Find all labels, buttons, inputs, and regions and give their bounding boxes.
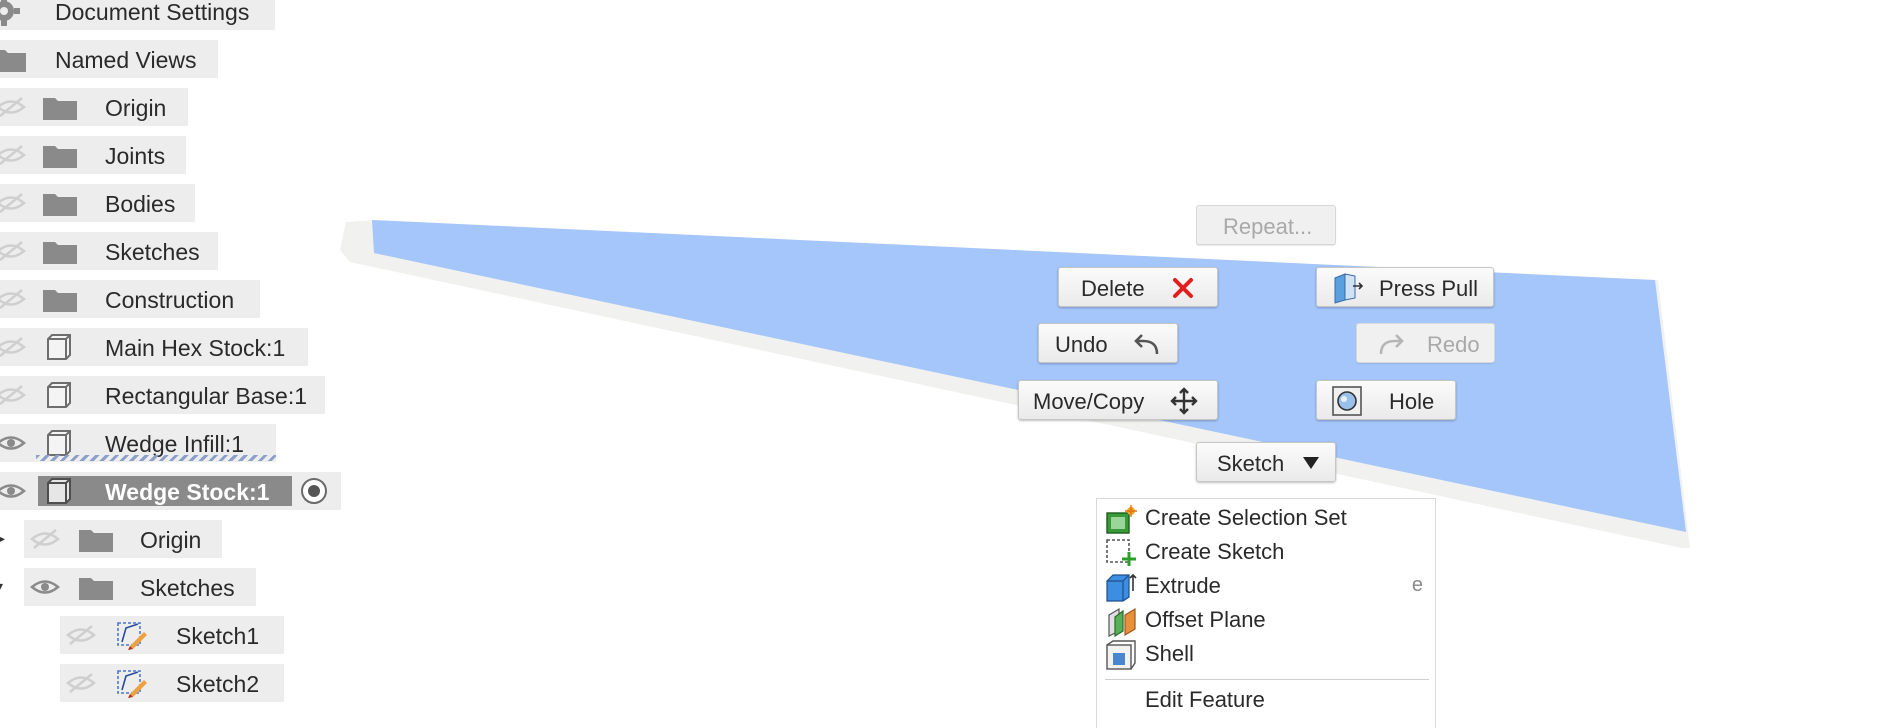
sketch-dropdown-button[interactable]: Sketch: [1196, 442, 1336, 482]
browser-item-label: Sketches: [140, 575, 235, 601]
folder-icon: [0, 50, 26, 72]
eye-hidden-icon[interactable]: [0, 288, 26, 310]
eye-icon[interactable]: [0, 432, 26, 454]
eye-hidden-icon[interactable]: [0, 192, 26, 214]
activate-component-icon[interactable]: [298, 476, 330, 506]
eye-hidden-icon[interactable]: [30, 528, 60, 550]
browser-item-named-views[interactable]: Named Views: [0, 40, 218, 78]
sketch-icon: [117, 670, 147, 698]
menu-separator: [1105, 679, 1429, 680]
redo-button[interactable]: Redo: [1356, 323, 1495, 363]
component-icon: [47, 430, 71, 456]
folder-icon: [43, 290, 77, 312]
collapse-arrow-icon[interactable]: ▾: [0, 578, 3, 595]
menu-item-offset-plane[interactable]: Offset Plane: [1097, 603, 1435, 637]
hole-icon: [1332, 386, 1362, 416]
component-icon: [47, 334, 71, 360]
browser-item-sketch1[interactable]: Sketch1: [60, 616, 284, 654]
component-icon: [47, 382, 71, 408]
browser-item-joints[interactable]: Joints: [0, 136, 186, 174]
redo-arrow-icon: [1379, 334, 1404, 355]
menu-item-create-sketch[interactable]: Create Sketch: [1097, 535, 1435, 569]
extrude-icon: [1106, 573, 1137, 602]
chevron-down-icon: [1303, 457, 1319, 469]
browser-item-sketches-child[interactable]: Sketches: [24, 568, 256, 606]
menu-item-create-selection-set[interactable]: Create Selection Set: [1097, 501, 1435, 535]
move-arrows-icon: [1170, 387, 1198, 415]
browser-item-wedge-stock-row: Wedge Stock:1: [0, 472, 341, 510]
eye-hidden-icon[interactable]: [0, 240, 26, 262]
folder-icon: [43, 194, 77, 216]
drag-indicator: [36, 455, 276, 461]
offset-plane-icon: [1108, 607, 1136, 637]
component-icon: [47, 478, 71, 504]
undo-arrow-icon: [1134, 334, 1159, 355]
eye-icon[interactable]: [30, 576, 60, 598]
browser-item-label: Main Hex Stock:1: [105, 335, 286, 361]
shortcut-key: e: [1411, 574, 1423, 596]
press-pull-button[interactable]: Press Pull: [1316, 267, 1494, 307]
sketch-icon: [117, 622, 147, 650]
browser-item-label: Origin: [140, 527, 202, 553]
browser-item-label: Sketches: [105, 239, 200, 265]
eye-hidden-icon[interactable]: [66, 672, 96, 694]
browser-item-origin-child[interactable]: Origin: [24, 520, 222, 558]
browser-item-main-hex-stock[interactable]: Main Hex Stock:1: [0, 328, 308, 366]
browser-item-label: Sketch2: [176, 671, 260, 697]
browser-item-construction[interactable]: Construction: [0, 280, 260, 318]
menu-item-edit-feature[interactable]: Edit Feature: [1145, 687, 1265, 712]
browser-item-label: Rectangular Base:1: [105, 383, 308, 409]
browser-item-sketch2[interactable]: Sketch2: [60, 664, 284, 702]
menu-item-extrude[interactable]: Extrude e: [1097, 569, 1435, 603]
browser-item-document-settings[interactable]: Document Settings: [0, 0, 275, 30]
folder-icon: [43, 242, 77, 264]
undo-button[interactable]: Undo: [1038, 323, 1178, 363]
eye-hidden-icon[interactable]: [0, 384, 26, 406]
menu-item-shell[interactable]: Shell: [1097, 637, 1435, 671]
browser-item-rectangular-base[interactable]: Rectangular Base:1: [0, 376, 325, 414]
hole-button[interactable]: Hole: [1316, 380, 1456, 420]
eye-hidden-icon[interactable]: [66, 624, 96, 646]
browser-item-sketches[interactable]: Sketches: [0, 232, 218, 270]
browser-item-origin[interactable]: Origin: [0, 88, 188, 126]
gear-icon: [0, 0, 20, 26]
folder-icon: [43, 98, 77, 120]
folder-icon: [79, 530, 113, 552]
browser-item-label: Wedge Infill:1: [105, 431, 244, 457]
create-sketch-icon: [1106, 539, 1136, 566]
shell-icon: [1106, 640, 1136, 670]
eye-hidden-icon[interactable]: [0, 144, 26, 166]
browser-item-label: Construction: [105, 287, 235, 313]
eye-icon[interactable]: [0, 480, 26, 502]
eye-hidden-icon[interactable]: [0, 336, 26, 358]
browser-item-label: Joints: [105, 143, 166, 169]
folder-icon: [79, 578, 113, 600]
browser-item-wedge-stock[interactable]: Wedge Stock:1: [38, 476, 292, 506]
browser-item-label: Bodies: [105, 191, 176, 217]
delete-x-icon: [1173, 278, 1193, 298]
context-menu: Create Selection Set Create Sketch Extru…: [1096, 498, 1436, 728]
expand-arrow-icon[interactable]: ▸: [0, 530, 6, 546]
press-pull-icon: [1334, 273, 1364, 304]
browser-item-label: Wedge Stock:1: [105, 479, 270, 505]
browser-item-label: Origin: [105, 95, 167, 121]
move-copy-button[interactable]: Move/Copy: [1018, 380, 1218, 420]
folder-icon: [43, 146, 77, 168]
browser-item-bodies[interactable]: Bodies: [0, 184, 195, 222]
browser-item-label: Named Views: [55, 47, 197, 73]
browser-item-label: Sketch1: [176, 623, 260, 649]
selection-set-icon: [1106, 505, 1137, 534]
eye-hidden-icon[interactable]: [0, 96, 26, 118]
repeat-button[interactable]: Repeat...: [1196, 205, 1336, 245]
delete-button[interactable]: Delete: [1058, 267, 1218, 307]
browser-item-label: Document Settings: [55, 0, 250, 25]
